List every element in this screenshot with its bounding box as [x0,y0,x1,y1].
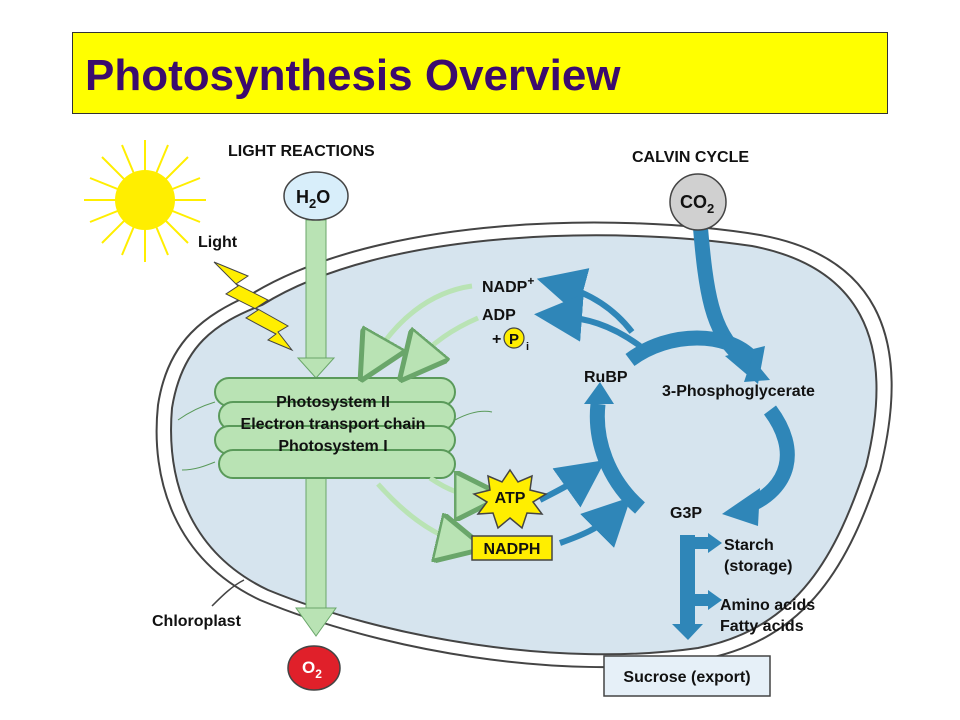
rubp-label: RuBP [584,369,628,386]
nadph-label: NADPH [484,541,541,558]
atp-label: ATP [495,490,526,507]
carbon-dioxide-molecule: CO2 [669,173,727,231]
title-banner: Photosynthesis Overview [72,32,888,114]
pi-plus-label: + [492,331,501,348]
phosphate-circle [503,327,525,349]
water-to-oxygen-arrow [295,219,337,637]
nadp-plus-label: NADP+ [482,274,534,296]
thylakoid-stack [214,377,456,479]
storage-label: (storage) [724,558,792,575]
chloroplast-pointer [211,579,245,607]
atp-burst: ATP [472,468,548,530]
photosystem-ii-label: Photosystem II [276,394,390,411]
nadph-box: NADPH [471,535,553,561]
g3p-label: G3P [670,505,702,522]
svg-text:CO2: CO2 [680,192,714,216]
sucrose-box: Sucrose (export) [603,655,771,697]
photosystem-i-label: Photosystem I [278,438,387,455]
starch-label: Starch [724,537,774,554]
amino-acids-label: Amino acids [720,597,815,614]
calvin-cycle-heading: CALVIN CYCLE [632,149,749,166]
svg-text:H2O: H2O [296,187,330,211]
arrow-to-nadph [376,482,466,544]
page-title: Photosynthesis Overview [85,51,621,100]
arrow-adp-to-thylakoid [412,315,479,366]
chloroplast-label: Chloroplast [152,613,242,630]
adp-label: ADP [482,307,516,324]
arrow-nadp-to-thylakoid [370,283,473,364]
pi-subscript-label: i [526,341,529,353]
phosphoglycerate-label: 3-Phosphoglycerate [662,383,815,400]
oxygen-molecule: O2 [287,645,341,691]
calvin-cycle-arrowheads [584,346,770,526]
sun-icon [84,140,206,262]
g3p-output-arrows [672,533,722,640]
svg-text:O2: O2 [302,658,322,681]
thylakoid-texture [177,401,493,471]
fatty-acids-label: Fatty acids [720,618,804,635]
sucrose-label: Sucrose (export) [623,669,750,686]
light-lightning-icon [213,261,294,352]
light-label: Light [198,234,238,251]
water-molecule: H2O [283,171,349,221]
electron-transport-label: Electron transport chain [241,416,426,433]
light-reactions-heading: LIGHT REACTIONS [228,143,375,160]
calvin-thin-arrows [534,268,642,548]
pi-p-label: P [509,331,519,348]
